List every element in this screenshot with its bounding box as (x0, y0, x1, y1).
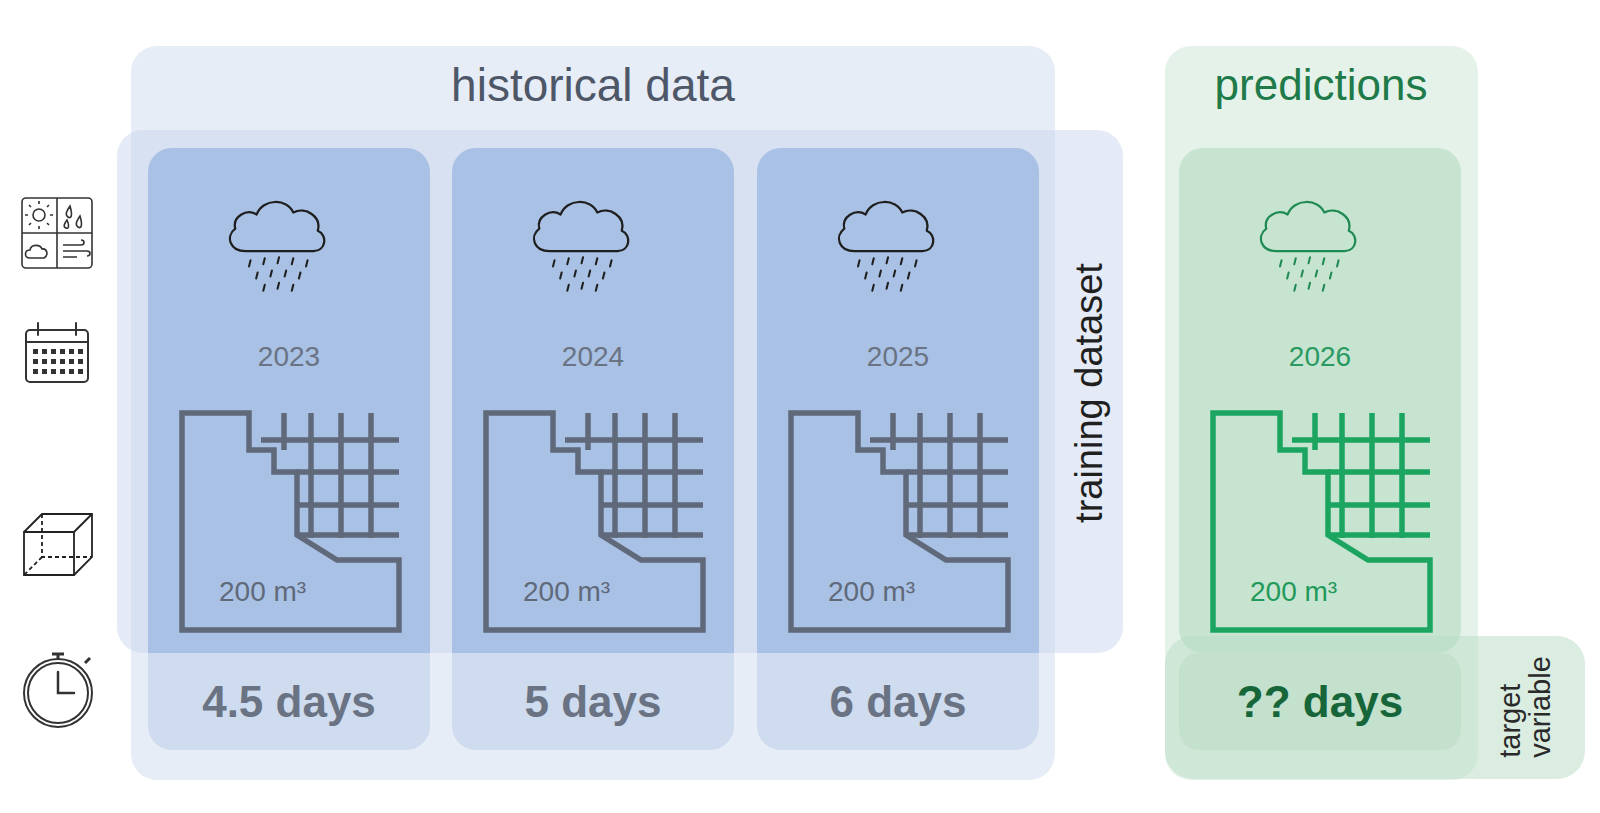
calendar-icon (26, 323, 88, 382)
dataset-band: training dataset (117, 130, 1123, 653)
year-label: 2025 (867, 342, 929, 373)
duration-label: ?? days (1237, 678, 1403, 726)
historical-panel (131, 46, 1055, 780)
target-band: target variable (1165, 636, 1585, 779)
volume-label: 200 m³ (219, 577, 306, 608)
year-label: 2026 (1289, 342, 1351, 373)
group-panel: historical data 2023 200 m³ 4.5 days 2024 200… (131, 46, 1055, 780)
year-card: 2023 200 m³ 4.5 days (148, 148, 430, 750)
band-label: target variable (1495, 656, 1556, 758)
stopwatch-icon (24, 654, 92, 727)
volume-label: 200 m³ (1250, 577, 1337, 608)
rain-cloud-icon (230, 202, 1355, 291)
duration-label: 4.5 days (202, 678, 376, 726)
duration-label: 5 days (525, 678, 662, 726)
volume-cube-icon (24, 514, 92, 575)
training-band (117, 130, 1123, 653)
duration-label: 6 days (830, 678, 967, 726)
year-cards (148, 148, 1039, 750)
panel-title: predictions (1215, 61, 1428, 109)
volume-label: 200 m³ (828, 577, 915, 608)
band-label: training dataset (1069, 263, 1111, 523)
year-label: 2024 (562, 342, 624, 373)
group-panel: predictions 2026 200 m³ ?? days (1165, 46, 1478, 780)
year-card: 2025 200 m³ 6 days (757, 148, 1039, 750)
dam-icon (182, 413, 1430, 630)
weather-icon (22, 198, 92, 268)
year-card: 2024 200 m³ 5 days (452, 148, 734, 750)
panel-title: historical data (451, 60, 735, 111)
year-label: 2023 (258, 342, 320, 373)
volume-label: 200 m³ (523, 577, 610, 608)
year-card: 2026 200 m³ ?? days (1179, 148, 1461, 750)
predictions-panel (1165, 46, 1585, 780)
